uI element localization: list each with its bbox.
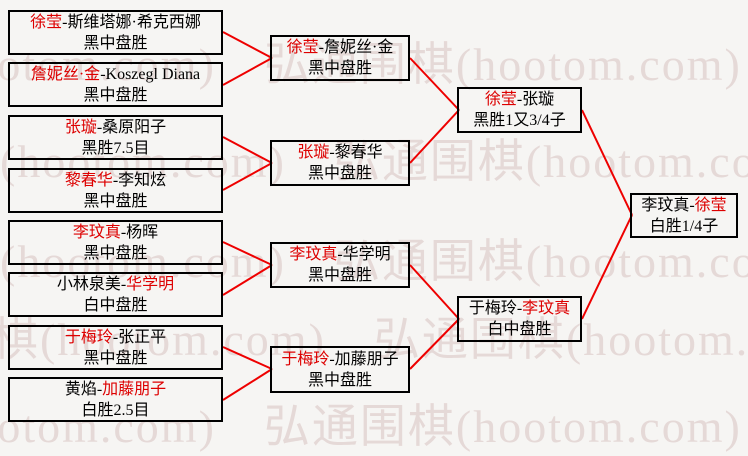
match-result: 黑中盘胜	[307, 60, 372, 77]
match-box-round1-4: 黎春华-李知炫 黑中盘胜	[8, 168, 223, 213]
match-box-round1-8: 黄焰-加藤朋子 白胜2.5目	[8, 377, 223, 422]
winner-name: 李玟真	[289, 246, 338, 263]
match-result: 黑中盘胜	[83, 244, 148, 262]
winner-name: 徐莹	[30, 13, 63, 31]
match-players: 于梅玲-加藤朋子	[281, 349, 398, 370]
match-box-round1-2: 詹妮丝·金-Koszegl Diana 黑中盘胜	[8, 62, 223, 107]
match-result: 白胜1/4子	[649, 217, 719, 235]
player-name: -桑原阳子	[96, 118, 167, 136]
match-players: 于梅玲-李玟真	[469, 298, 570, 319]
winner-name: 张璇	[297, 144, 330, 161]
match-result: 黑中盘胜	[83, 86, 148, 104]
match-players: 张璇-桑原阳子	[65, 117, 166, 138]
winner-name: 华学明	[126, 275, 175, 293]
player-name: -张璇	[516, 91, 555, 108]
winner-name: 詹妮丝·金	[30, 65, 101, 83]
winner-name: 于梅玲	[64, 328, 113, 346]
match-result: 黑中盘胜	[307, 371, 372, 389]
match-result: 黑中盘胜	[307, 165, 372, 182]
match-box-round2-1: 徐莹-詹妮丝·金 黑中盘胜	[270, 35, 410, 81]
match-result: 黑中盘胜	[307, 267, 372, 284]
match-box-round1-3: 张璇-桑原阳子 黑胜7.5目	[8, 115, 223, 160]
match-players: 徐莹-张璇	[485, 89, 554, 110]
match-box-semifinal-1: 徐莹-张璇 黑胜1又3/4子	[457, 87, 582, 133]
winner-name: 黎春华	[64, 171, 113, 189]
match-players: 黄焰-加藤朋子	[65, 379, 166, 400]
match-box-round2-2: 张璇-黎春华 黑中盘胜	[270, 140, 410, 186]
match-players: 于梅玲-张正平	[65, 327, 166, 348]
player-name: -加藤朋子	[329, 350, 399, 368]
match-result: 白中盘胜	[83, 296, 148, 314]
player-name: -杨晖	[120, 223, 159, 241]
player-name: -张正平	[112, 328, 167, 346]
bracket-connectors	[222, 31, 633, 401]
player-name: 李玟真-	[641, 196, 695, 214]
player-name: -詹妮丝·金	[318, 39, 394, 56]
match-result: 黑胜1又3/4子	[473, 112, 566, 129]
player-name: 黄焰-	[64, 380, 103, 398]
match-box-round1-6: 小林泉美-华学明 白中盘胜	[8, 272, 223, 317]
match-players: 小林泉美-华学明	[57, 274, 174, 295]
match-players: 李玟真-杨晖	[73, 222, 158, 243]
match-players: 李玟真-徐莹	[641, 195, 726, 216]
winner-name: 加藤朋子	[102, 380, 167, 398]
winner-name: 于梅玲	[281, 350, 330, 368]
player-name: -华学明	[337, 246, 391, 263]
winner-name: 李玟真	[522, 300, 571, 317]
match-players: 徐莹-斯维塔娜·希克西娜	[30, 12, 201, 33]
player-name: 于梅玲-	[468, 300, 523, 317]
match-result: 白胜2.5目	[81, 401, 150, 419]
match-players: 黎春华-李知炫	[65, 170, 166, 191]
match-players: 徐莹-詹妮丝·金	[287, 37, 394, 58]
winner-name: 徐莹	[694, 196, 727, 214]
winner-name: 徐莹	[484, 91, 517, 108]
player-name: -斯维塔娜·希克西娜	[62, 13, 201, 31]
match-box-round1-5: 李玟真-杨晖 黑中盘胜	[8, 220, 223, 265]
match-result: 白中盘胜	[487, 321, 552, 338]
match-result: 黑胜7.5目	[81, 139, 150, 157]
match-box-round2-3: 李玟真-华学明 黑中盘胜	[270, 242, 410, 288]
match-box-round1-7: 于梅玲-张正平 黑中盘胜	[8, 325, 223, 370]
match-box-semifinal-2: 于梅玲-李玟真 白中盘胜	[457, 296, 582, 342]
player-name: -李知炫	[112, 171, 167, 189]
winner-name: 张璇	[64, 118, 97, 136]
player-name: -Koszegl Diana	[100, 65, 201, 83]
player-name: 小林泉美-	[56, 275, 127, 293]
winner-name: 李玟真	[72, 223, 121, 241]
match-result: 黑中盘胜	[83, 192, 148, 210]
match-result: 黑中盘胜	[83, 34, 148, 52]
connector-lines	[222, 31, 633, 401]
match-box-final: 李玟真-徐莹 白胜1/4子	[630, 193, 738, 238]
match-result: 黑中盘胜	[83, 349, 148, 367]
match-players: 詹妮丝·金-Koszegl Diana	[31, 64, 200, 85]
match-players: 李玟真-华学明	[289, 244, 390, 265]
match-box-round2-4: 于梅玲-加藤朋子 黑中盘胜	[270, 346, 410, 393]
winner-name: 徐莹	[286, 39, 319, 56]
match-box-round1-1: 徐莹-斯维塔娜·希克西娜 黑中盘胜	[8, 10, 223, 55]
match-players: 张璇-黎春华	[297, 142, 382, 163]
player-name: -黎春华	[329, 144, 383, 161]
